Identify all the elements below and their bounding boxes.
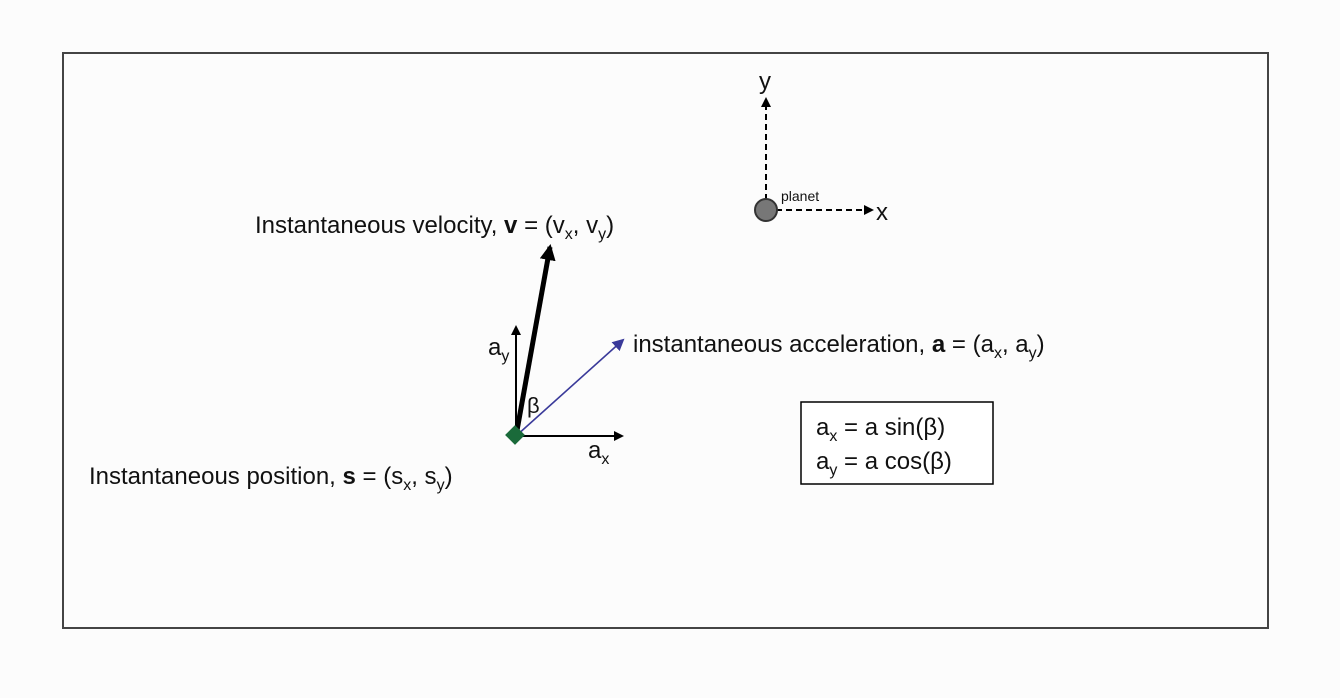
formula-ay: ay = a cos(β) bbox=[816, 448, 952, 479]
position-label: Instantaneous position, s = (sx, sy) bbox=[89, 463, 453, 494]
ax-label: ax bbox=[588, 437, 609, 468]
position-marker bbox=[505, 425, 525, 445]
acceleration-label: instantaneous acceleration, a = (ax, ay) bbox=[633, 331, 1045, 362]
formula-ax: ax = a sin(β) bbox=[816, 414, 945, 445]
planet-icon bbox=[754, 198, 778, 222]
velocity-vector bbox=[513, 244, 556, 437]
planet-y-label: y bbox=[759, 68, 771, 95]
formula-box: ax = a sin(β) ay = a cos(β) bbox=[800, 401, 994, 485]
planet-label: planet bbox=[781, 188, 819, 204]
ay-label: ay bbox=[488, 334, 509, 365]
beta-angle-label: β bbox=[527, 393, 540, 418]
planet-x-label: x bbox=[876, 199, 888, 226]
component-axes bbox=[511, 325, 624, 441]
formula-box-border bbox=[800, 401, 994, 485]
diagram-frame bbox=[62, 52, 1269, 629]
planet-coordinate-system: planet x y bbox=[754, 68, 888, 226]
velocity-label: Instantaneous velocity, v = (vx, vy) bbox=[255, 212, 614, 243]
acceleration-vector bbox=[515, 338, 625, 437]
